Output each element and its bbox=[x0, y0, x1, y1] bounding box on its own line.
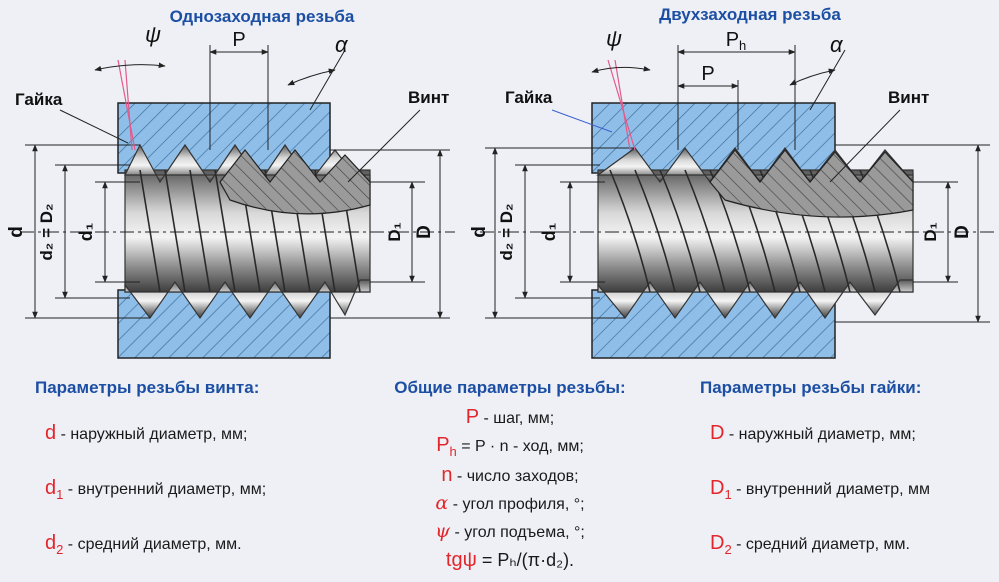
dim-D-double: D bbox=[952, 225, 973, 239]
pitch-label-double: P bbox=[701, 63, 714, 85]
common-param-n: n - число заходов; bbox=[360, 464, 660, 487]
psi-label-double: ψ bbox=[606, 26, 622, 51]
nut-label-single: Гайка bbox=[15, 90, 63, 109]
symbol: d1 bbox=[45, 477, 64, 502]
nut-label-double: Гайка bbox=[505, 88, 553, 107]
symbol: tgψ bbox=[445, 549, 477, 571]
screw-params-title: Параметры резьбы винта: bbox=[35, 378, 260, 397]
psi-label-single: ψ bbox=[145, 22, 161, 47]
common-params-title: Общие параметры резьбы: bbox=[394, 378, 626, 397]
symbol: D2 bbox=[710, 532, 732, 557]
thread-diagram-canvas: Однозаходная резьба bbox=[6, 5, 995, 359]
common-param-alpha: α - угол профиля, °; bbox=[360, 492, 660, 514]
double-start-thread-diagram: Двухзаходная резьба bbox=[469, 5, 995, 359]
nut-param-D: D - наружный диаметр, мм; bbox=[710, 422, 916, 445]
dim-D1-single: D₁ bbox=[385, 222, 404, 241]
dim-d2-double: d₂ = D₂ bbox=[497, 203, 516, 260]
desc: - угол подъема, °; bbox=[450, 524, 585, 541]
pitch-h-label-double: Ph bbox=[726, 29, 747, 53]
desc: - наружный диаметр, мм; bbox=[56, 426, 248, 443]
desc: - шаг, мм; bbox=[479, 410, 555, 427]
symbol: D bbox=[710, 422, 725, 444]
common-param-psi: ψ - угол подъема, °; bbox=[360, 520, 660, 542]
symbol: ψ bbox=[435, 520, 451, 542]
symbol: d2 bbox=[45, 532, 64, 557]
desc: - внутренний диаметр, мм; bbox=[63, 481, 267, 498]
screw-label-single: Винт bbox=[408, 88, 449, 107]
nut-param-D2: D2 - средний диаметр, мм. bbox=[710, 532, 910, 557]
symbol: D1 bbox=[710, 477, 732, 502]
dim-d-single: d bbox=[6, 226, 27, 238]
common-param-tgpsi: tgψ = Pₕ/(π·d₂). bbox=[360, 549, 660, 572]
diagram-title-double: Двухзаходная резьба bbox=[659, 5, 841, 24]
alpha-label-single: α bbox=[335, 32, 349, 57]
dim-D-single: D bbox=[414, 225, 435, 239]
desc: - наружный диаметр, мм; bbox=[724, 426, 916, 443]
nut-params-title: Параметры резьбы гайки: bbox=[700, 378, 922, 397]
screw-params-section: Параметры резьбы винта: d - наружный диа… bbox=[35, 372, 365, 582]
dim-d2-single: d₂ = D₂ bbox=[37, 203, 56, 260]
dim-d-double: d bbox=[469, 226, 490, 238]
desc: - число заходов; bbox=[452, 468, 579, 485]
dim-D1-double: D₁ bbox=[921, 222, 940, 241]
symbol: n bbox=[441, 464, 453, 486]
screw-param-d1: d1 - внутренний диаметр, мм; bbox=[45, 477, 266, 502]
desc: - средний диаметр, мм. bbox=[63, 536, 242, 553]
nut-param-D1: D1 - внутренний диаметр, мм bbox=[710, 477, 930, 502]
dim-d1-double: d₁ bbox=[539, 223, 559, 241]
screw-label-double: Винт bbox=[888, 88, 929, 107]
desc: = Pₕ/(π·d₂). bbox=[476, 550, 575, 570]
pitch-label-single: P bbox=[232, 29, 245, 51]
desc: = P · n - ход, мм; bbox=[456, 438, 584, 455]
screw-teeth-bottom-double bbox=[597, 279, 914, 320]
desc: - угол профиля, °; bbox=[448, 496, 585, 513]
screw-param-d: d - наружный диаметр, мм; bbox=[45, 422, 248, 445]
nut-params-section: Параметры резьбы гайки: D - наружный диа… bbox=[700, 372, 995, 582]
diagram-title-single: Однозаходная резьба bbox=[170, 7, 355, 26]
common-param-ph: Ph = P · n - ход, мм; bbox=[360, 434, 660, 459]
single-start-thread-diagram: Однозаходная резьба bbox=[6, 7, 455, 359]
desc: - средний диаметр, мм. bbox=[731, 536, 910, 553]
screw-param-d2: d2 - средний диаметр, мм. bbox=[45, 532, 242, 557]
screw-teeth-bottom bbox=[124, 279, 371, 320]
common-params-section: Общие параметры резьбы: P - шаг, мм; Ph … bbox=[360, 372, 660, 582]
screw-section-double bbox=[709, 149, 914, 218]
screw-section bbox=[219, 149, 371, 215]
symbol: P bbox=[465, 406, 480, 428]
desc: - внутренний диаметр, мм bbox=[731, 481, 931, 498]
symbol: d bbox=[45, 422, 57, 444]
common-param-p: P - шаг, мм; bbox=[360, 406, 660, 429]
alpha-label-double: α bbox=[830, 32, 844, 57]
dim-d1-single: d₁ bbox=[76, 223, 96, 241]
pitch-h-sub: h bbox=[739, 38, 746, 53]
symbol: α bbox=[435, 492, 449, 514]
symbol: Ph bbox=[436, 434, 457, 459]
